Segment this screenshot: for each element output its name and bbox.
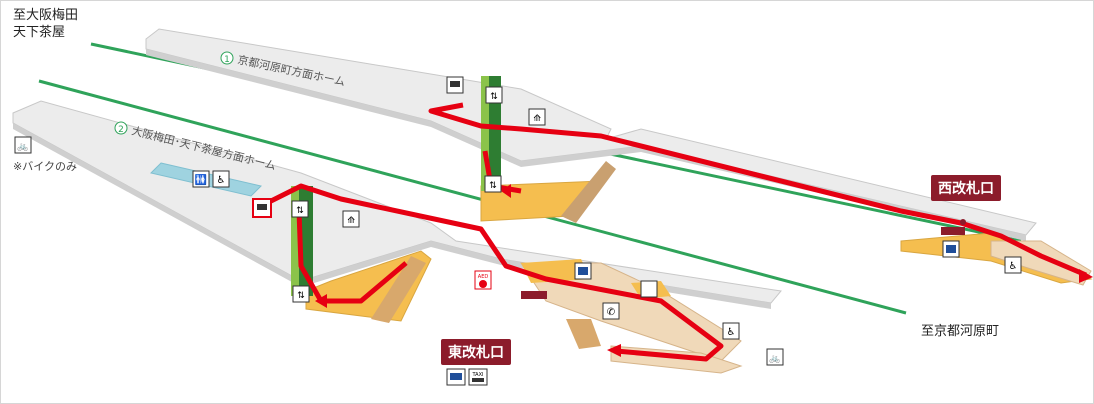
- east-concourse-floor: [520, 262, 742, 362]
- aed-icon: AED: [474, 270, 492, 290]
- svg-text:✆: ✆: [607, 307, 615, 318]
- platform-1-number-circle: [220, 51, 234, 65]
- route-arrow-west: [1079, 269, 1093, 283]
- stairs-icon-upper: ⟰: [528, 108, 546, 126]
- ticket-machine-icon-upper: [446, 76, 464, 94]
- platform-1-number: 1: [224, 55, 230, 65]
- svg-text:⟰: ⟰: [533, 114, 541, 124]
- east-gate-marker: [521, 291, 547, 299]
- west-gate-label: 西改札口: [931, 175, 1001, 201]
- svg-text:🚲: 🚲: [769, 354, 780, 364]
- svg-text:🚻: 🚻: [195, 173, 207, 186]
- restroom-icon: 🚻: [192, 170, 210, 188]
- east-stairs-down: [566, 319, 601, 349]
- route-east: [269, 183, 724, 362]
- svg-text:🚲: 🚲: [17, 142, 28, 152]
- locker-icon: [640, 280, 658, 298]
- elevator-shaft-upper-light: [481, 76, 489, 191]
- elevator-icon-upper: ⇅: [485, 86, 503, 104]
- direction-umeda: 至大阪梅田 天下茶屋: [13, 7, 78, 41]
- svg-text:♿: ♿: [727, 327, 736, 338]
- platform-2-number-circle: [114, 121, 128, 135]
- bicycle-icon-note: 🚲: [14, 136, 32, 154]
- svg-text:⇅: ⇅: [297, 291, 305, 301]
- west-exit-ramp: [990, 240, 1092, 286]
- platform-2-number: 2: [118, 125, 124, 135]
- svg-text:AED: AED: [478, 274, 489, 280]
- elevator-shaft-lower-light: [291, 186, 299, 296]
- wheelchair-icon-p2: ♿: [212, 170, 230, 188]
- direction-umeda-line2: 天下茶屋: [13, 25, 66, 40]
- direction-kawaramachi: 至京都河原町: [921, 324, 1000, 339]
- route-arrow-east: [607, 344, 621, 357]
- svg-text:TAXI: TAXI: [472, 372, 484, 378]
- svg-text:⇅: ⇅: [489, 181, 497, 191]
- route-arrow-upper: [501, 184, 511, 198]
- stairs-icon-lower: ⟰: [342, 210, 360, 228]
- upper-stair: [561, 161, 616, 223]
- route-west: [428, 102, 1087, 278]
- svg-text:⟰: ⟰: [347, 216, 355, 226]
- phone-icon: ✆: [602, 302, 620, 320]
- elevator-icon-upper-bottom: ⇅: [484, 175, 502, 193]
- bike-note: ※バイクのみ: [13, 160, 77, 173]
- lower-stair: [371, 256, 426, 323]
- ticket-office-icon-west: [942, 240, 960, 258]
- svg-text:⇅: ⇅: [490, 92, 498, 102]
- bicycle-parking-icon-east: 🚲: [766, 348, 784, 366]
- ticket-machine-icon-lower: [252, 198, 272, 218]
- bus-icon: [446, 368, 466, 386]
- route-arrow-lower: [315, 294, 327, 308]
- west-gate-marker: [941, 227, 965, 235]
- west-gate-dot: [960, 219, 966, 225]
- ticket-office-icon-east: [574, 262, 592, 280]
- svg-text:♿: ♿: [217, 175, 226, 186]
- track-line-lower: [38, 79, 907, 315]
- svg-text:♿: ♿: [1009, 261, 1018, 272]
- elevator-icon-lower-bottom: ⇅: [292, 285, 310, 303]
- svg-text:⇅: ⇅: [296, 206, 304, 216]
- taxi-icon: TAXI: [468, 368, 488, 386]
- direction-umeda-line1: 至大阪梅田: [13, 8, 79, 23]
- east-gate-label: 東改札口: [441, 339, 511, 365]
- wheelchair-icon-west: ♿: [1004, 256, 1022, 274]
- wheelchair-icon-east: ♿: [722, 322, 740, 340]
- elevator-icon-lower: ⇅: [291, 200, 309, 218]
